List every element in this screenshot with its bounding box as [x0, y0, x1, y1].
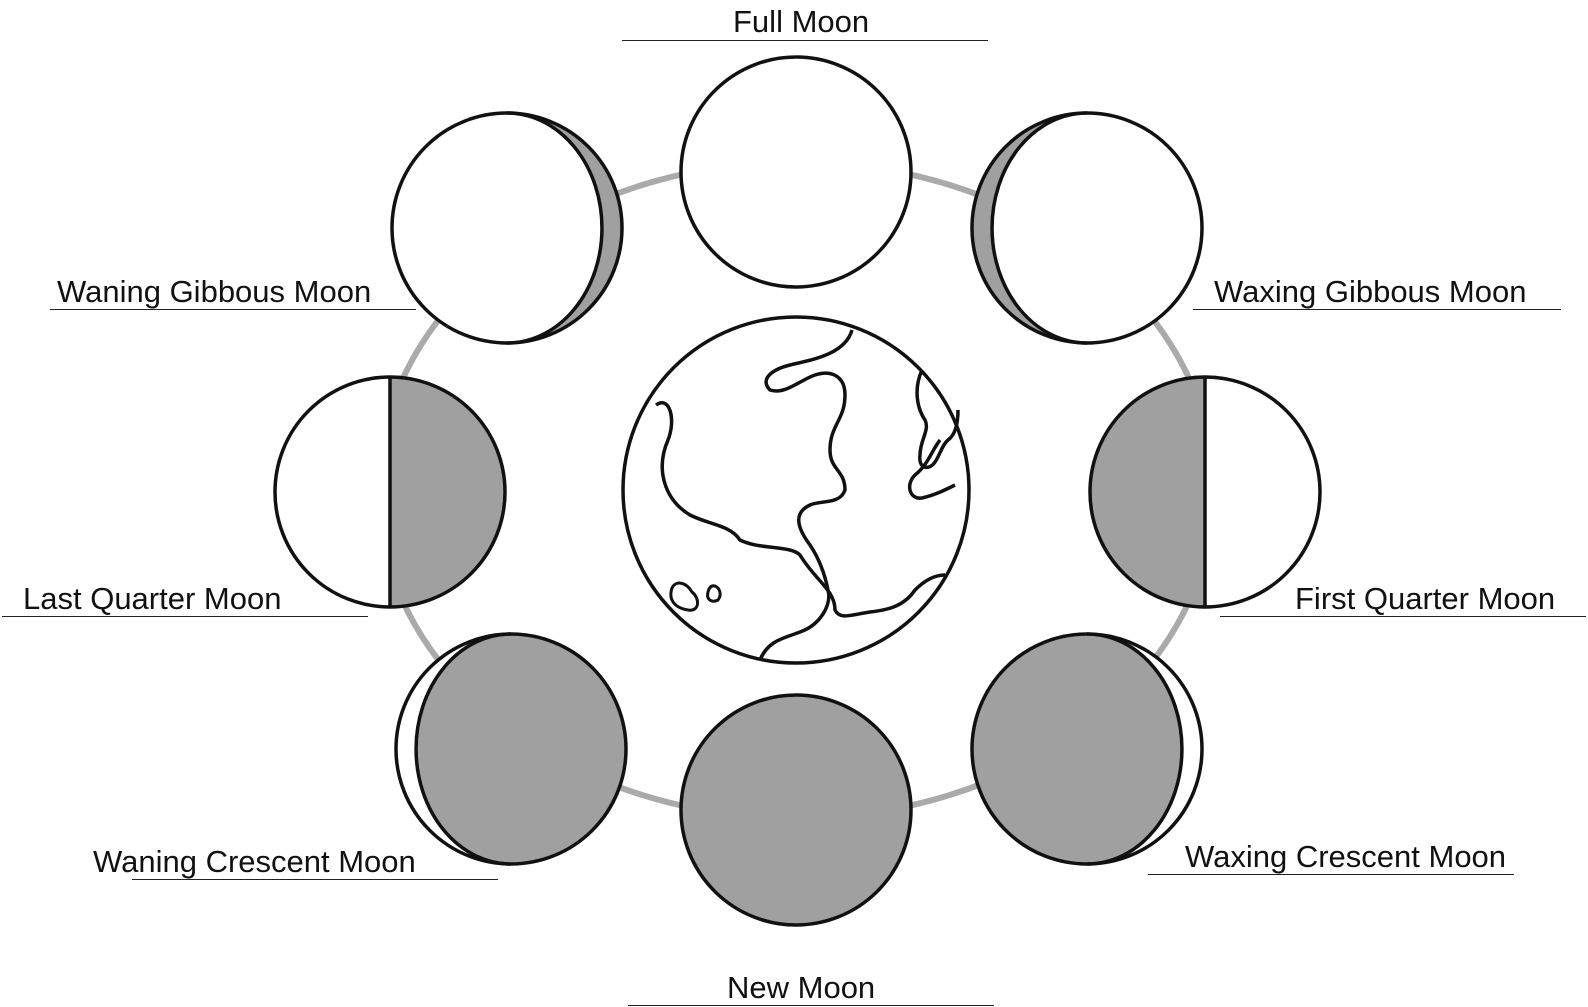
earth-icon	[623, 317, 969, 663]
waxing-crescent-underline	[1148, 874, 1514, 875]
waning-crescent-underline	[132, 879, 498, 880]
waning-crescent-moon-icon	[396, 634, 626, 864]
waning-gibbous-moon-icon	[392, 113, 622, 343]
waxing-gibbous-underline	[1193, 309, 1561, 310]
waxing-crescent-label: Waxing Crescent Moon	[1185, 841, 1506, 872]
waning-gibbous-underline	[50, 309, 416, 310]
full-moon-underline	[622, 40, 988, 41]
new-moon-underline	[628, 1005, 994, 1006]
full-moon-label: Full Moon	[733, 6, 869, 37]
full-moon-icon	[681, 57, 911, 287]
last-quarter-label: Last Quarter Moon	[23, 583, 281, 614]
waxing-gibbous-moon-icon	[972, 113, 1202, 343]
waning-gibbous-label: Waning Gibbous Moon	[57, 276, 371, 307]
new-moon-icon	[681, 695, 911, 925]
waxing-gibbous-label: Waxing Gibbous Moon	[1214, 276, 1526, 307]
last-quarter-underline	[2, 616, 368, 617]
first-quarter-moon-icon	[1090, 377, 1320, 607]
waning-crescent-label: Waning Crescent Moon	[93, 846, 416, 877]
new-moon-label: New Moon	[727, 972, 875, 1003]
waxing-crescent-moon-icon	[972, 634, 1202, 864]
last-quarter-moon-icon	[275, 377, 505, 607]
first-quarter-underline	[1220, 616, 1586, 617]
first-quarter-label: First Quarter Moon	[1295, 583, 1555, 614]
